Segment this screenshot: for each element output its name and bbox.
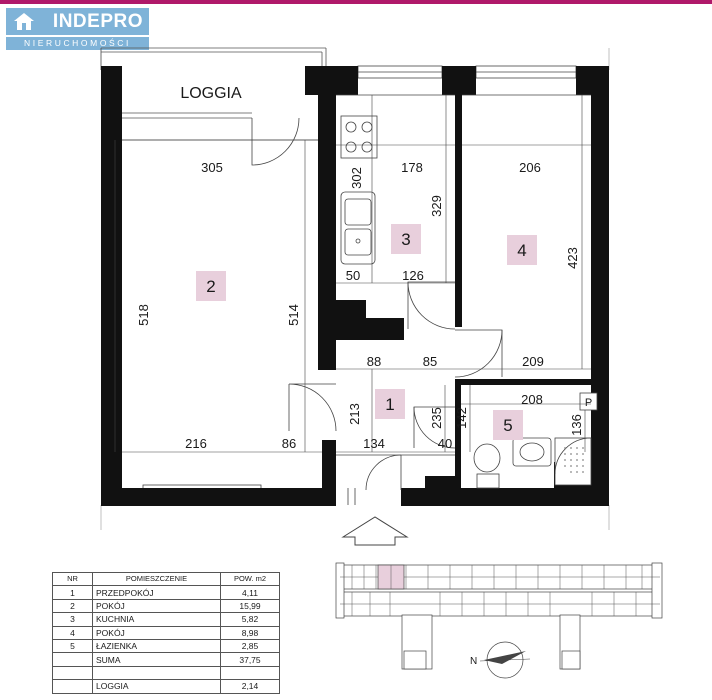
room-tag-1: [375, 389, 405, 419]
row-nr: 1: [52, 585, 93, 600]
dim-208: 208: [521, 392, 543, 407]
bathroom-fixtures: [473, 392, 598, 489]
floor-plan: P 305 178 206 302 329 423 518 514 50 126…: [100, 47, 610, 546]
room-number-2: 2: [206, 277, 215, 296]
dim-514: 514: [286, 304, 301, 326]
sum-area: 37,75: [220, 652, 280, 667]
dim-213: 213: [347, 403, 362, 425]
room-tag-2: [196, 271, 226, 301]
dim-136: 136: [569, 414, 584, 436]
table-row: 1 PRZEDPOKÓJ 4,11: [52, 585, 280, 600]
row-area: 4,11: [220, 585, 280, 600]
sum-nr: [52, 652, 93, 667]
row-name: PRZEDPOKÓJ: [92, 585, 221, 600]
shower-tray-icon: [564, 447, 584, 473]
dim-216: 216: [185, 436, 207, 451]
row-nr: 4: [52, 625, 93, 640]
table-header-area: POW. m2: [220, 571, 280, 587]
dim-126: 126: [402, 268, 424, 283]
row-name: KUCHNIA: [92, 612, 221, 627]
entrance-arrow-icon: [341, 516, 409, 546]
dim-305: 305: [201, 160, 223, 175]
dim-88: 88: [367, 354, 381, 369]
loggia-nr: [52, 679, 93, 694]
kitchen-fixtures: [340, 115, 378, 265]
room-number-4: 4: [517, 241, 526, 260]
dim-134: 134: [363, 436, 385, 451]
north-letter: N: [470, 656, 477, 667]
table-header-name: POMIESZCZENIE: [92, 571, 221, 587]
table-gap: [52, 665, 280, 681]
loggia-railing: [100, 47, 327, 119]
building-key-plan: N: [335, 562, 663, 679]
row-nr: 2: [52, 598, 93, 614]
row-nr: 3: [52, 612, 93, 627]
dim-206: 206: [519, 160, 541, 175]
p-box-label: P: [585, 397, 592, 409]
sum-label: SUMA: [92, 652, 221, 667]
dim-40: 40: [438, 436, 452, 451]
room-number-3: 3: [401, 230, 410, 249]
loggia-label: LOGGIA: [180, 85, 242, 102]
table-row: 5 ŁAZIENKA 2,85: [52, 638, 280, 654]
house-icon: [14, 13, 34, 30]
row-area: 5,82: [220, 612, 280, 627]
row-area: 15,99: [220, 598, 280, 614]
row-name: POKÓJ: [92, 625, 221, 640]
doors: [251, 117, 503, 505]
dim-86: 86: [282, 436, 296, 451]
dim-209: 209: [522, 354, 544, 369]
table-sum-row: SUMA 37,75: [52, 652, 280, 667]
room-tag-3: [391, 224, 421, 254]
row-nr: 5: [52, 638, 93, 654]
dim-302: 302: [349, 167, 364, 189]
dim-178: 178: [401, 160, 423, 175]
walls: [101, 66, 609, 506]
dim-329: 329: [429, 195, 444, 217]
table-loggia-row: LOGGIA 2,14: [52, 679, 280, 694]
loggia-label-cell: LOGGIA: [92, 679, 221, 694]
table-row: 3 KUCHNIA 5,82: [52, 612, 280, 627]
accent-bar: [0, 0, 712, 4]
room-tag-4: [507, 235, 537, 265]
table-header-nr: NR: [52, 571, 93, 587]
room-tag-5: [493, 410, 523, 440]
room-number-1: 1: [385, 395, 394, 414]
loggia-area: 2,14: [220, 679, 280, 694]
dim-85: 85: [423, 354, 437, 369]
north-compass-icon: N: [470, 641, 531, 679]
row-name: ŁAZIENKA: [92, 638, 221, 654]
dim-142: 142: [454, 407, 469, 429]
dimension-lines: [114, 95, 591, 453]
row-area: 2,85: [220, 638, 280, 654]
table-row: 4 POKÓJ 8,98: [52, 625, 280, 640]
row-area: 8,98: [220, 625, 280, 640]
room-number-5: 5: [503, 416, 512, 435]
dim-423: 423: [565, 247, 580, 269]
dim-50: 50: [346, 268, 360, 283]
row-name: POKÓJ: [92, 598, 221, 614]
room-area-table: NR POMIESZCZENIE POW. m2 1 PRZEDPOKÓJ 4,…: [52, 571, 280, 694]
table-row: 2 POKÓJ 15,99: [52, 598, 280, 614]
dim-235: 235: [429, 407, 444, 429]
company-logo: INDEPRO NIERUCHOMOŚCI: [6, 8, 149, 50]
logo-subtitle: NIERUCHOMOŚCI: [6, 37, 149, 50]
dim-518: 518: [136, 304, 151, 326]
room-tags: 2 3 4 1 5: [196, 224, 537, 440]
